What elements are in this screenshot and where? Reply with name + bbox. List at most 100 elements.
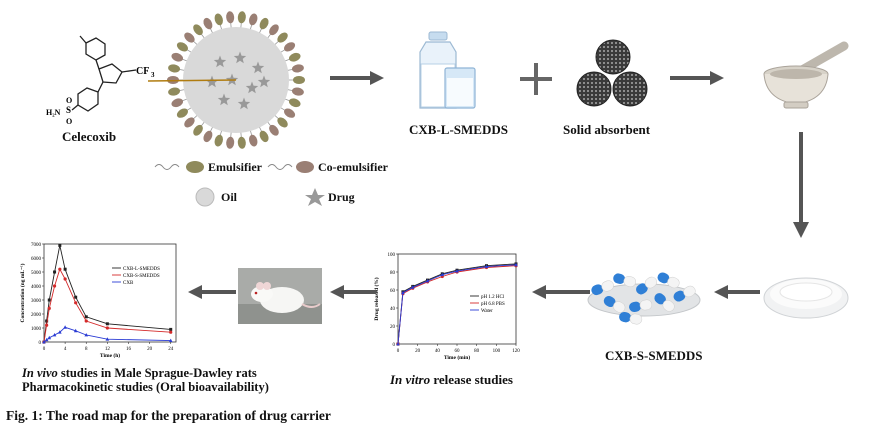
co-emulsifier-icon [296, 161, 314, 173]
figure-caption: Fig. 1: The road map for the preparation… [6, 408, 331, 423]
micelle-legend [154, 161, 325, 207]
oil-icon [195, 187, 215, 207]
capsules-icon [587, 272, 701, 325]
solid-smedds-label: CXB-S-SMEDDS [605, 348, 703, 363]
emulsifier-icon [186, 161, 204, 173]
data-point [401, 290, 405, 295]
surfactant-head [269, 124, 279, 136]
capsule [629, 299, 653, 313]
surfactant-head [284, 42, 296, 52]
x-tick-label: 20 [415, 349, 421, 354]
data-point [45, 323, 49, 327]
data-point [47, 335, 52, 340]
molecule-pointer-line [147, 79, 237, 82]
x-tick-label: 100 [493, 349, 501, 354]
amine-label: H₂N [46, 108, 61, 117]
surfactant-head [249, 134, 258, 147]
capsule [613, 273, 637, 288]
invivo-rest: studies in Male Sprague-Dawley rats [57, 366, 257, 380]
data-point [514, 262, 518, 267]
data-point [169, 330, 173, 334]
x-tick-label: 20 [147, 347, 153, 352]
x-tick-label: 16 [126, 347, 132, 352]
legend-label: Water [481, 309, 493, 314]
data-point [105, 337, 110, 341]
x-axis-label: Time (h) [100, 352, 120, 359]
arrow-to-pk-chart [188, 285, 236, 299]
y-tick-label: 40 [390, 307, 396, 312]
surfactant-head [277, 117, 288, 128]
oxygen-label-1: O [66, 96, 72, 105]
drug-particle [217, 93, 231, 106]
surfactant-head [237, 136, 246, 149]
surfactant-head [259, 17, 269, 30]
y-tick-label: 7000 [31, 243, 42, 248]
data-point [84, 319, 88, 323]
data-point [45, 319, 49, 323]
mortar-pestle-icon [763, 41, 849, 109]
solid-absorbent-label: Solid absorbent [563, 122, 651, 137]
x-tick-label: 12 [105, 347, 111, 352]
surfactant-head [214, 134, 223, 147]
surfactant-head [226, 136, 235, 149]
surfactant-head [249, 13, 258, 26]
y-tick-label: 6000 [31, 257, 42, 262]
surfactant-head [171, 98, 184, 108]
liquid-smedds-label: CXB-L-SMEDDS [409, 122, 508, 137]
arrow-to-mortar [670, 71, 724, 85]
celecoxib-label: Celecoxib [62, 129, 117, 144]
y-tick-label: 2000 [31, 313, 42, 318]
cf3-label: CF [136, 66, 149, 77]
data-point [44, 337, 49, 342]
y-tick-label: 3000 [31, 299, 42, 304]
drug-particle [233, 51, 247, 64]
data-point [53, 270, 57, 274]
x-tick-label: 120 [512, 349, 520, 354]
capsule [673, 285, 696, 302]
data-point [396, 342, 400, 346]
surfactant-head [176, 42, 188, 52]
surfactant-head [291, 87, 304, 96]
surfactant-head [184, 32, 195, 43]
y-tick-label: 20 [390, 325, 396, 330]
capsule [619, 311, 643, 325]
sulfur-label: S [66, 105, 71, 115]
micelle-illustration [147, 11, 305, 149]
drug-particle [257, 75, 271, 88]
x-tick-label: 0 [43, 347, 46, 352]
x-tick-label: 40 [435, 349, 441, 354]
plus-icon [520, 63, 552, 95]
data-point [84, 333, 89, 337]
surfactant-head [293, 76, 305, 84]
y-tick-label: 80 [390, 271, 396, 276]
x-tick-label: 4 [64, 347, 67, 352]
surfactant-head [171, 52, 184, 62]
surfactant-head [259, 130, 269, 143]
surfactant-head [237, 11, 246, 24]
data-point [425, 279, 430, 283]
drug-particle [245, 81, 259, 94]
data-point [484, 264, 489, 268]
series-line [397, 264, 517, 345]
solid-absorbent-spheres-icon [576, 39, 648, 107]
invivo-italic: In vivo [22, 366, 58, 380]
capsule [603, 296, 626, 313]
data-point [74, 301, 78, 305]
series-line [397, 265, 517, 345]
rat-photo [238, 268, 322, 324]
y-axis-label: Concentration (ng mL⁻¹) [19, 263, 26, 322]
surfactant-head [269, 24, 279, 36]
data-point [52, 333, 57, 337]
data-point [42, 340, 46, 344]
surfactant-head [214, 13, 223, 26]
y-tick-label: 0 [39, 341, 42, 346]
surfactant-head [168, 64, 181, 73]
y-tick-label: 60 [390, 289, 396, 294]
oil-label: Oil [221, 190, 238, 204]
series-line [43, 245, 171, 343]
capsule [591, 280, 614, 296]
x-axis-label: Time (min) [444, 354, 470, 361]
data-point [84, 315, 88, 319]
legend-label: pH 1.2 HCl [481, 295, 505, 300]
